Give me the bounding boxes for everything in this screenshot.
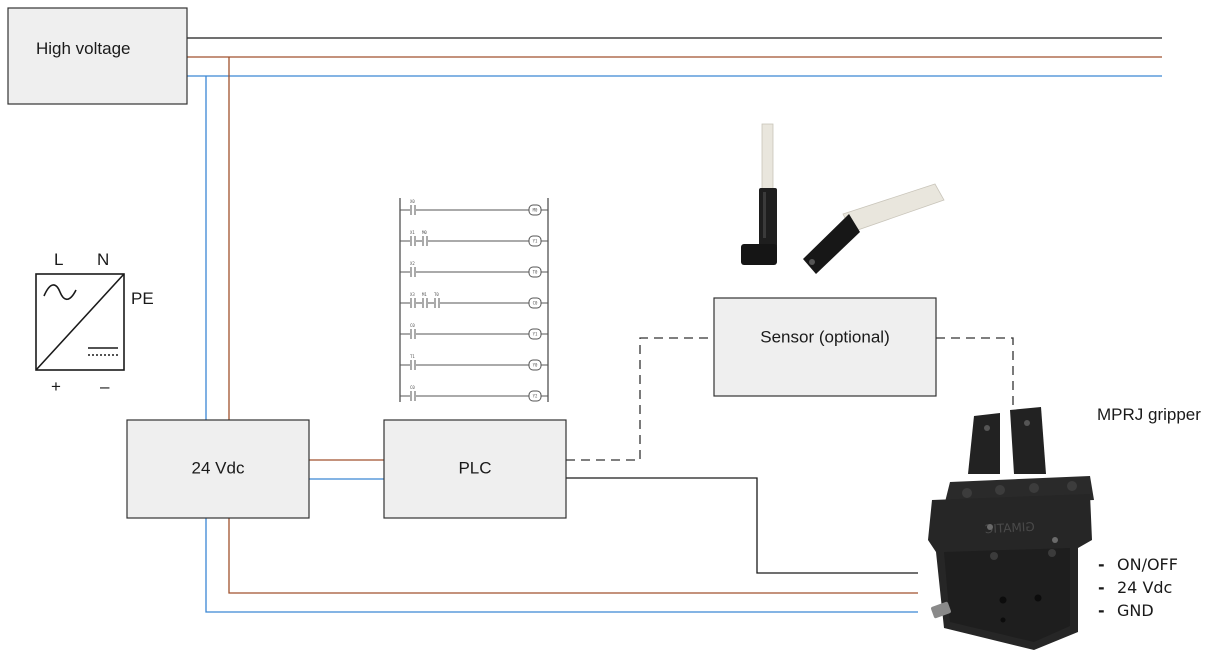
psu-l-label: L xyxy=(54,250,63,269)
ladder-coil-label: Y1 xyxy=(533,332,538,337)
terminal-dash: - xyxy=(1098,601,1105,620)
terminal-label: 24 Vdc xyxy=(1117,578,1172,597)
sensor-label: Sensor (optional) xyxy=(760,327,889,346)
power-supply-label: 24 Vdc xyxy=(192,458,245,477)
psu-pe-label: PE xyxy=(131,289,154,308)
high-voltage-label: High voltage xyxy=(36,39,131,58)
ladder-contact-label: M1 xyxy=(422,292,427,297)
sensor-box: Sensor (optional) xyxy=(714,298,936,396)
plc-box: PLC xyxy=(384,420,566,518)
terminal-label: ON/OFF xyxy=(1117,555,1178,574)
wire-brown-supply-gripper xyxy=(229,518,918,593)
ladder-coil-label: Y2 xyxy=(533,394,538,399)
terminal-label: GND xyxy=(1117,601,1154,620)
high-voltage-lines xyxy=(187,38,1162,76)
hv-to-supply-wires xyxy=(206,57,229,420)
ladder-contact-label: C0 xyxy=(410,385,415,390)
sensor-image xyxy=(741,124,944,274)
terminal-dash: - xyxy=(1098,578,1105,597)
high-voltage-box: High voltage xyxy=(8,8,187,104)
ladder-contact-label: T0 xyxy=(434,292,439,297)
ladder-contact-label: T1 xyxy=(410,354,415,359)
ladder-contact-label: X2 xyxy=(410,261,415,266)
ladder-contact-label: C0 xyxy=(410,323,415,328)
supply-to-gripper-wires xyxy=(206,518,918,612)
ladder-coil-label: T0 xyxy=(533,270,538,275)
ladder-coil-label: C0 xyxy=(533,301,538,306)
wire-blue-supply-gripper xyxy=(206,518,918,612)
dashed-sensor-gripper xyxy=(936,338,1013,420)
terminal-dash: - xyxy=(1098,555,1105,574)
ladder-coil-label: Y0 xyxy=(533,363,538,368)
wire-plc-gripper-signal xyxy=(566,478,918,573)
dashed-plc-sensor xyxy=(566,338,714,460)
gripper-title: MPRJ gripper xyxy=(1097,405,1201,424)
psu-plus-label: + xyxy=(51,377,61,396)
gripper-image: GIMATIC xyxy=(928,407,1094,650)
psu-minus-label: – xyxy=(100,377,110,396)
supply-to-plc-wires xyxy=(309,460,384,479)
ladder-contact-label: M0 xyxy=(422,230,427,235)
ladder-coil-label: Y1 xyxy=(533,239,538,244)
gripper-terminal-list: -ON/OFF-24 Vdc-GND xyxy=(1098,555,1178,620)
ladder-contact-label: X1 xyxy=(410,230,415,235)
ladder-coil-label: M0 xyxy=(533,208,538,213)
plc-label: PLC xyxy=(458,458,491,477)
power-supply-box: 24 Vdc xyxy=(127,420,309,518)
psu-n-label: N xyxy=(97,250,109,269)
psu-symbol: L N PE + – xyxy=(36,250,154,396)
ladder-contact-label: X3 xyxy=(410,292,415,297)
ladder-contact-label: X0 xyxy=(410,199,415,204)
